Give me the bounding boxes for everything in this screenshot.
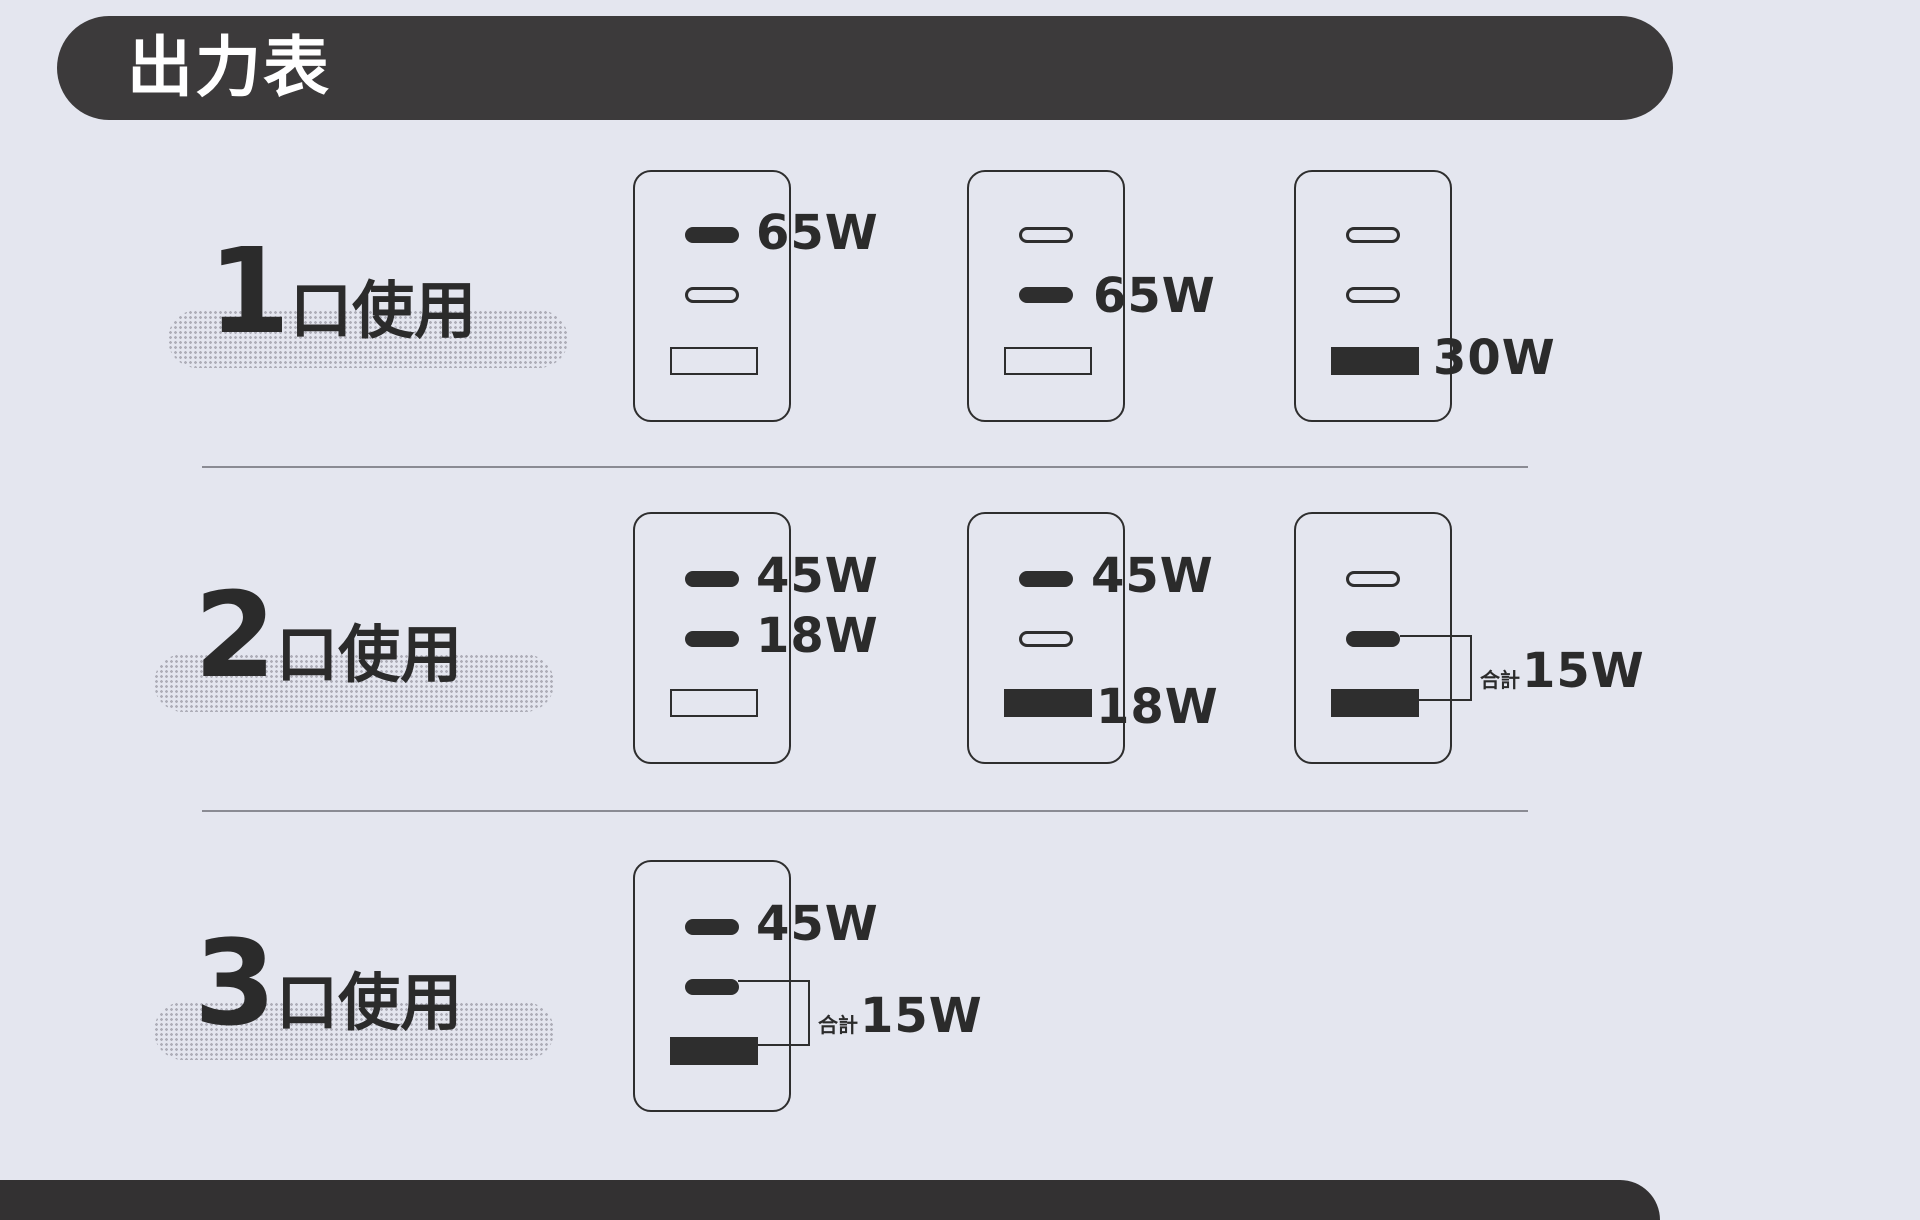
usb-a-port-active bbox=[1331, 347, 1419, 375]
charger-1-3 bbox=[1294, 170, 1452, 422]
watt-label: 45W bbox=[756, 548, 879, 604]
charger-2-2 bbox=[967, 512, 1125, 764]
usb-a-port bbox=[1004, 347, 1092, 375]
row-number: 2 bbox=[194, 566, 276, 704]
total-label: 合計 15W bbox=[1480, 643, 1645, 699]
page-title: 出力表 bbox=[127, 29, 331, 106]
total-watt: 15W bbox=[1522, 643, 1645, 699]
usb-c2-port bbox=[685, 287, 739, 303]
charger-1-2 bbox=[967, 170, 1125, 422]
charger-2-1 bbox=[633, 512, 791, 764]
row-divider bbox=[202, 466, 1528, 468]
usb-a-port bbox=[670, 689, 758, 717]
row-divider bbox=[202, 810, 1528, 812]
watt-label: 65W bbox=[1093, 268, 1216, 324]
usb-c1-port-active bbox=[685, 571, 739, 587]
row-label-2: 2 口使用 bbox=[154, 566, 554, 712]
row-label-3: 3 口使用 bbox=[154, 914, 554, 1060]
row-label-1: 1 口使用 bbox=[168, 222, 568, 368]
row-suffix: 口使用 bbox=[276, 966, 463, 1039]
charger-1-1 bbox=[633, 170, 791, 422]
usb-c2-port bbox=[1346, 287, 1400, 303]
watt-label: 45W bbox=[1091, 548, 1214, 604]
watt-label: 65W bbox=[756, 205, 879, 261]
charger-3-1 bbox=[633, 860, 791, 1112]
usb-c2-port-active bbox=[1019, 287, 1073, 303]
usb-c1-port-active bbox=[1019, 571, 1073, 587]
usb-c1-port bbox=[1346, 227, 1400, 243]
dot-pattern bbox=[154, 1002, 554, 1060]
total-prefix: 合計 bbox=[818, 1013, 858, 1037]
row-suffix: 口使用 bbox=[290, 274, 477, 347]
header-bar: 出力表 bbox=[57, 16, 1673, 120]
bottom-bar bbox=[0, 1180, 1660, 1220]
total-prefix: 合計 bbox=[1480, 668, 1520, 692]
total-watt: 15W bbox=[860, 988, 983, 1044]
usb-a-port-active bbox=[1004, 689, 1092, 717]
dot-pattern bbox=[154, 654, 554, 712]
total-bracket bbox=[1400, 635, 1472, 701]
total-bracket bbox=[738, 980, 810, 1046]
watt-label: 18W bbox=[756, 608, 879, 664]
row-suffix: 口使用 bbox=[276, 618, 463, 691]
usb-c1-port bbox=[1019, 227, 1073, 243]
usb-c2-port-active bbox=[1346, 631, 1400, 647]
usb-c2-port-active bbox=[685, 631, 739, 647]
usb-a-port bbox=[670, 347, 758, 375]
watt-label: 45W bbox=[756, 896, 879, 952]
usb-c1-port-active bbox=[685, 919, 739, 935]
usb-a-port-active bbox=[1331, 689, 1419, 717]
usb-c2-port bbox=[1019, 631, 1073, 647]
dot-pattern bbox=[168, 310, 568, 368]
usb-c1-port bbox=[1346, 571, 1400, 587]
usb-c1-port-active bbox=[685, 227, 739, 243]
usb-c2-port-active bbox=[685, 979, 739, 995]
row-number: 1 bbox=[208, 222, 290, 360]
charger-2-3 bbox=[1294, 512, 1452, 764]
row-number: 3 bbox=[194, 914, 276, 1052]
watt-label: 18W bbox=[1096, 679, 1219, 735]
usb-a-port-active bbox=[670, 1037, 758, 1065]
total-label: 合計 15W bbox=[818, 988, 983, 1044]
watt-label: 30W bbox=[1433, 330, 1556, 386]
